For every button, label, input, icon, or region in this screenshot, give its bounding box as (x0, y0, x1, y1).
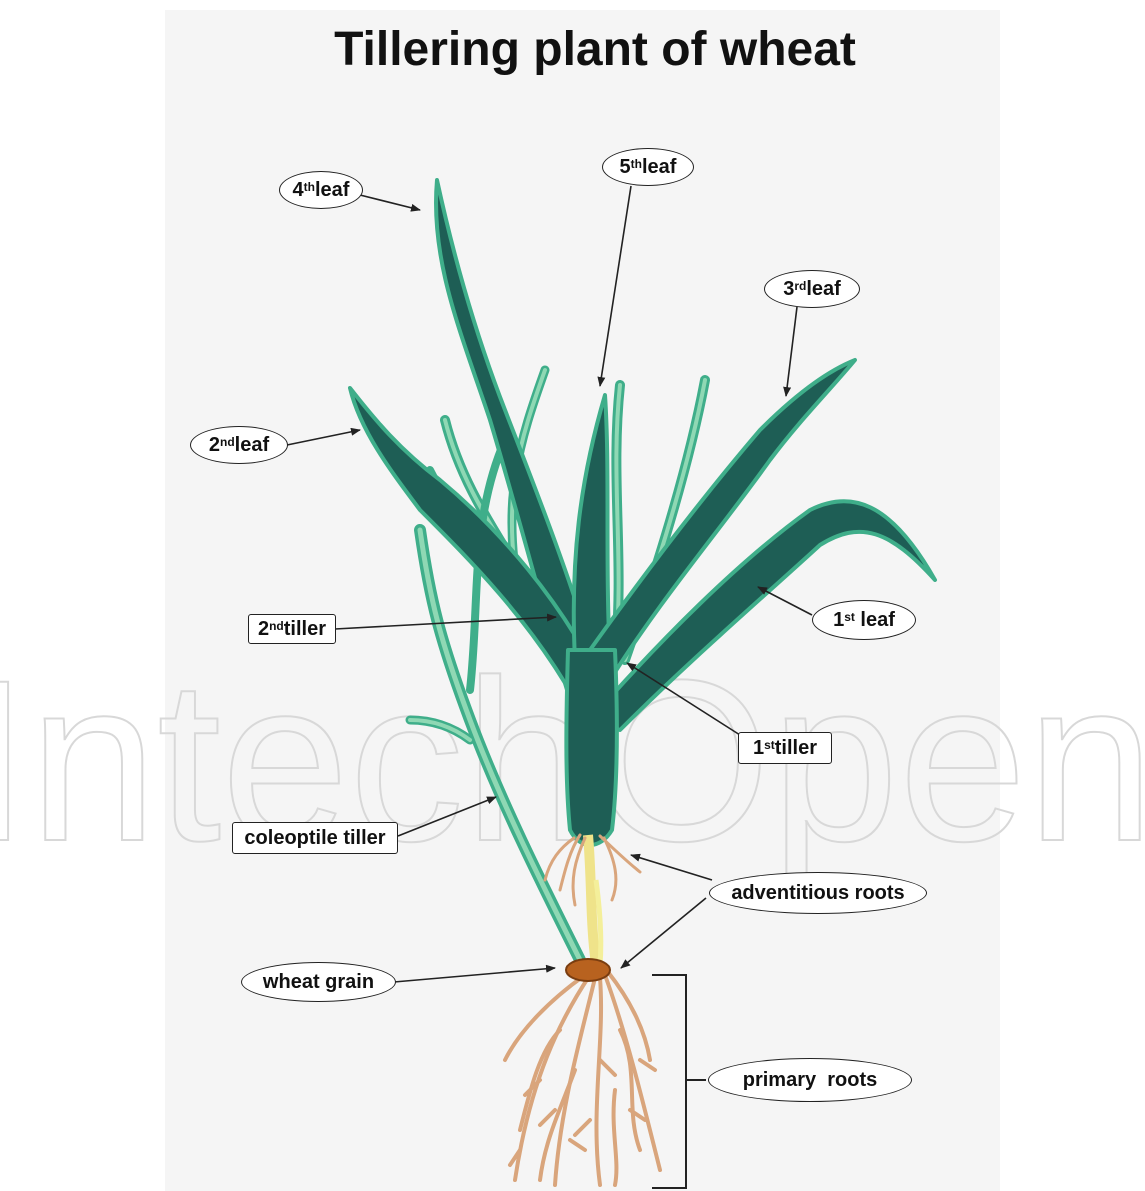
label-3rd-leaf-ordinal: 3 (783, 278, 794, 301)
diagram-title: Tillering plant of wheat (0, 22, 1145, 77)
label-5th-leaf-suffix: th (631, 157, 642, 171)
label-primary-roots-text: primary roots (743, 1069, 877, 1092)
label-2nd-tiller-suffix: nd (269, 619, 284, 633)
label-2nd-leaf-suffix: nd (220, 435, 235, 449)
label-adventitious-roots: adventitious roots (709, 872, 927, 914)
label-adventitious-roots-text: adventitious roots (731, 882, 904, 905)
label-wheat-grain-text: wheat grain (263, 971, 374, 994)
label-1st-tiller-word: tiller (775, 737, 817, 760)
label-3rd-leaf-word: leaf (806, 278, 840, 301)
label-coleoptile-tiller-text: coleoptile tiller (244, 827, 385, 850)
label-5th-leaf-ordinal: 5 (620, 156, 631, 179)
shoot-base (566, 650, 617, 845)
label-4th-leaf-ordinal: 4 (293, 179, 304, 202)
label-5th-leaf-word: leaf (642, 156, 676, 179)
label-1st-leaf-ordinal: 1 (833, 609, 844, 632)
label-1st-tiller-ordinal: 1 (753, 737, 764, 760)
wheat-grain-shape (566, 959, 610, 981)
label-2nd-tiller-ordinal: 2 (258, 618, 269, 641)
label-2nd-leaf-word: leaf (235, 434, 269, 457)
label-1st-leaf-suffix: st (844, 610, 855, 624)
label-coleoptile-tiller: coleoptile tiller (232, 822, 398, 854)
label-4th-leaf-word: leaf (315, 179, 349, 202)
label-4th-leaf-suffix: th (304, 180, 315, 194)
label-2nd-tiller-word: tiller (284, 618, 326, 641)
label-wheat-grain: wheat grain (241, 962, 396, 1002)
label-1st-leaf-word: leaf (855, 609, 895, 632)
label-primary-roots: primary roots (708, 1058, 912, 1102)
label-2nd-leaf-ordinal: 2 (209, 434, 220, 457)
label-1st-tiller-suffix: st (764, 738, 775, 752)
label-3rd-leaf-suffix: rd (794, 279, 806, 293)
